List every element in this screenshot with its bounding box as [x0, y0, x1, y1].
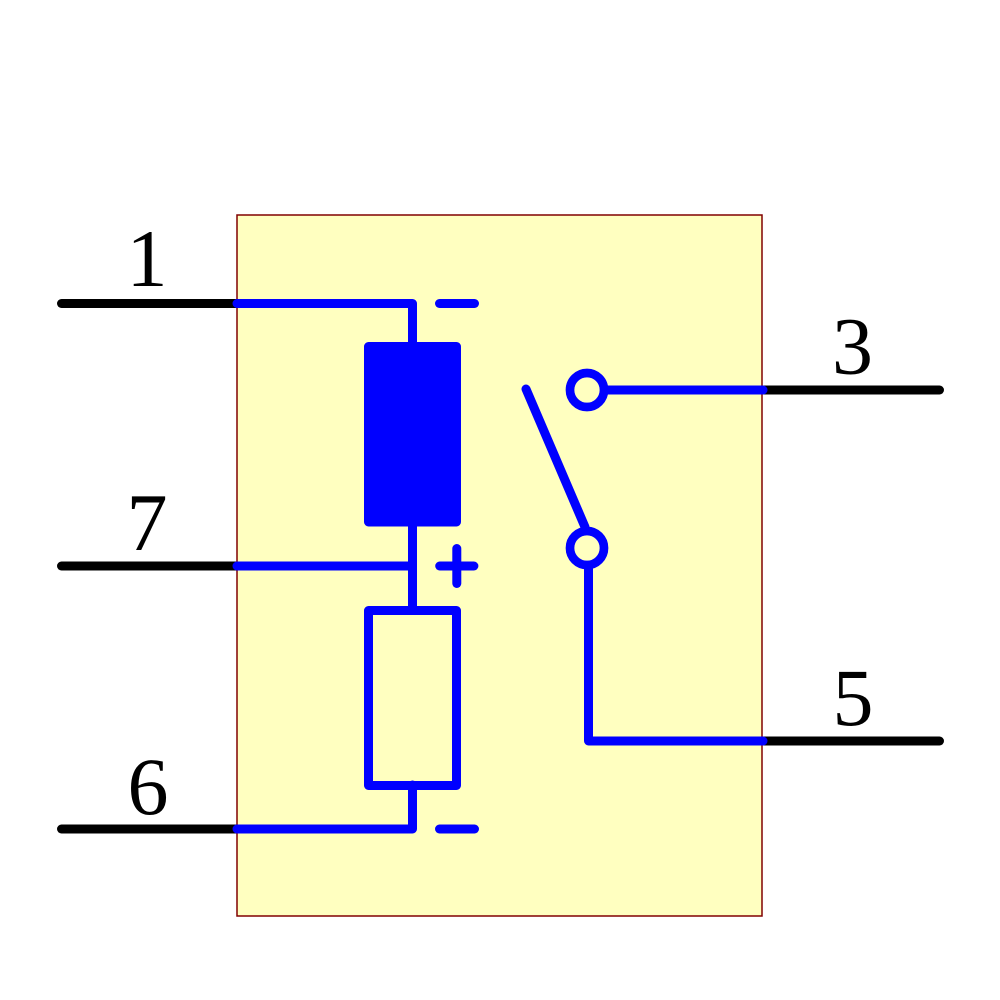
svg-text:1: 1	[127, 213, 168, 304]
svg-text:3: 3	[832, 301, 873, 392]
svg-text:7: 7	[127, 477, 168, 568]
svg-text:5: 5	[833, 652, 874, 743]
svg-text:6: 6	[128, 741, 169, 832]
